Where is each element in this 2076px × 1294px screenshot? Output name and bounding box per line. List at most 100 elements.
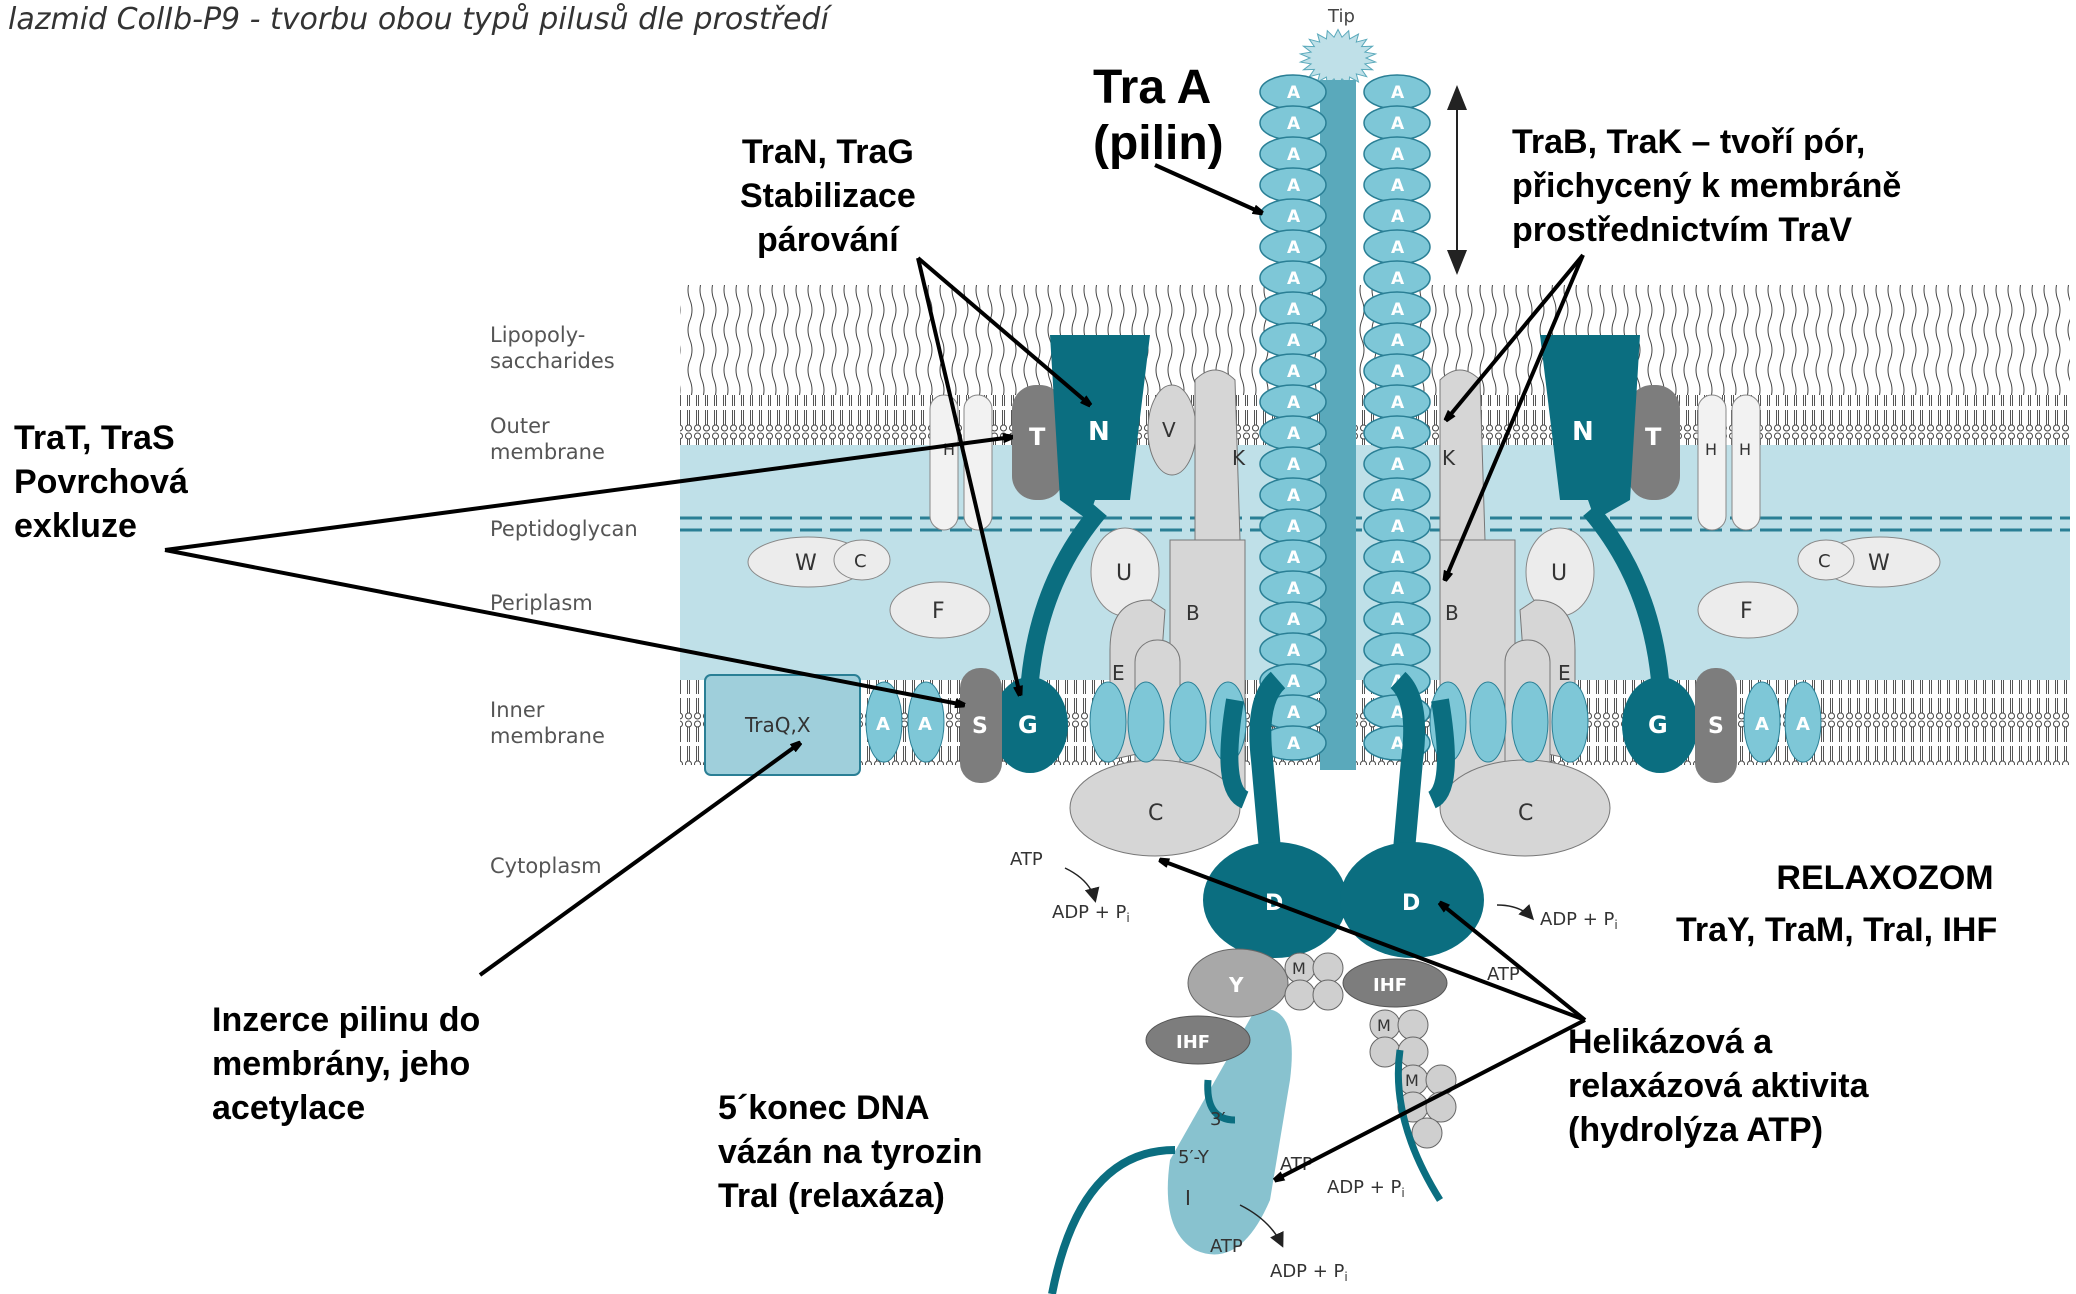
svg-text:W: W bbox=[1868, 551, 1890, 576]
layer-inner-membrane: Inner membrane bbox=[490, 697, 605, 749]
pilin-label: A bbox=[1287, 610, 1301, 630]
tram-label: M bbox=[1377, 1016, 1391, 1035]
tip-label: Tip bbox=[1328, 6, 1355, 27]
svg-text:ATP: ATP bbox=[1010, 849, 1043, 870]
trau-label: U bbox=[1116, 561, 1132, 586]
ihf-label: IHF bbox=[1176, 1032, 1210, 1053]
annotation-dna-end: 5´konec DNA vázán na tyrozin TraI (relax… bbox=[718, 1086, 983, 1218]
pilin-label: A bbox=[1391, 207, 1405, 227]
pilin-label: A bbox=[1391, 641, 1405, 661]
traqx-label: TraQ,X bbox=[744, 713, 811, 737]
svg-text:F: F bbox=[1740, 599, 1753, 624]
svg-text:ATP: ATP bbox=[1487, 964, 1520, 985]
annotation-tran-trag: TraN, TraG Stabilizace párování bbox=[740, 130, 916, 262]
pilin-label: A bbox=[1287, 269, 1301, 289]
pilin-label: A bbox=[1287, 579, 1301, 599]
svg-text:A: A bbox=[1755, 714, 1769, 735]
pilin-label: A bbox=[1391, 548, 1405, 568]
trag-label: G bbox=[1018, 711, 1038, 739]
traf-label: F bbox=[932, 599, 945, 624]
svg-text:A: A bbox=[876, 714, 890, 735]
pilin-label: A bbox=[1287, 300, 1301, 320]
membrane-pilin bbox=[1552, 682, 1588, 762]
svg-text:N: N bbox=[1572, 417, 1594, 447]
pilin-label: A bbox=[1287, 331, 1301, 351]
extension-arrow bbox=[1447, 85, 1467, 275]
svg-text:B: B bbox=[1445, 601, 1459, 625]
tras-label: S bbox=[972, 714, 988, 739]
trac-label: C bbox=[1148, 801, 1163, 826]
pilin-label: A bbox=[1391, 83, 1405, 103]
trab-label: B bbox=[1186, 601, 1200, 625]
svg-text:U: U bbox=[1551, 561, 1567, 586]
pilin-label: A bbox=[1287, 238, 1301, 258]
trae-label: E bbox=[1112, 661, 1125, 685]
header-text: lazmid ColIb-P9 - tvorbu obou typů pilus… bbox=[8, 2, 829, 37]
dna-3-label: 3′ bbox=[1210, 1109, 1226, 1130]
layer-periplasm: Periplasm bbox=[490, 590, 593, 616]
pilin-label: A bbox=[1391, 238, 1405, 258]
trac-small-label: C bbox=[854, 551, 867, 572]
svg-text:ADP + Pi: ADP + Pi bbox=[1327, 1177, 1405, 1200]
pilin-label: A bbox=[1287, 486, 1301, 506]
pilin-label: A bbox=[1287, 734, 1301, 754]
tram-subunit bbox=[1285, 980, 1315, 1010]
membrane-pilin bbox=[1170, 682, 1206, 762]
traw-label: W bbox=[795, 551, 817, 576]
membrane-pilin bbox=[1090, 682, 1126, 762]
pilin-label: A bbox=[1287, 641, 1301, 661]
relaxosome-title: RELAXOZOM bbox=[1735, 856, 2035, 900]
pilin-label: A bbox=[1391, 331, 1405, 351]
pilin-label: A bbox=[1391, 269, 1405, 289]
pilin-label: A bbox=[1287, 424, 1301, 444]
pilin-label: A bbox=[1287, 393, 1301, 413]
pilin-label: A bbox=[1391, 579, 1405, 599]
trak-label: K bbox=[1232, 446, 1246, 470]
dna-5-label: 5′-Y bbox=[1178, 1147, 1210, 1168]
pilin-label: A bbox=[1391, 145, 1405, 165]
pilin-label: A bbox=[1391, 517, 1405, 537]
pilin-label: A bbox=[1287, 362, 1301, 382]
pilin-label: A bbox=[1287, 83, 1301, 103]
svg-text:S: S bbox=[1708, 714, 1724, 739]
pilin-label: A bbox=[1287, 114, 1301, 134]
tran-label: N bbox=[1088, 417, 1110, 447]
svg-text:C: C bbox=[1818, 551, 1831, 572]
trat-label: T bbox=[1029, 423, 1046, 451]
trav-label: V bbox=[1162, 418, 1176, 442]
pilin-label: A bbox=[1391, 176, 1405, 196]
pilin-label: A bbox=[1391, 610, 1405, 630]
pilin-label: A bbox=[1391, 455, 1405, 475]
pilin-label: A bbox=[1287, 176, 1301, 196]
layer-peptidoglycan: Peptidoglycan bbox=[490, 516, 638, 542]
pilin-label: A bbox=[1391, 486, 1405, 506]
tram-label: M bbox=[1292, 959, 1306, 978]
trai-label: I bbox=[1185, 1186, 1191, 1210]
tram-subunit bbox=[1398, 1010, 1428, 1040]
tram-subunit bbox=[1313, 953, 1343, 983]
pilin-label: A bbox=[1287, 548, 1301, 568]
arrow-helicase-i bbox=[1275, 1020, 1585, 1180]
svg-text:G: G bbox=[1648, 711, 1668, 739]
svg-text:ADP + Pi: ADP + Pi bbox=[1270, 1261, 1348, 1284]
svg-text:K: K bbox=[1442, 446, 1456, 470]
layer-outer-membrane: Outer membrane bbox=[490, 413, 605, 465]
tram-subunit bbox=[1313, 980, 1343, 1010]
pilin-label: A bbox=[1391, 300, 1405, 320]
svg-text:A: A bbox=[918, 714, 932, 735]
membrane-pilin bbox=[1470, 682, 1506, 762]
pilin-label: A bbox=[1287, 455, 1301, 475]
svg-text:A: A bbox=[1796, 714, 1810, 735]
annotation-helicase: Helikázová a relaxázová aktivita (hydrol… bbox=[1568, 1020, 1869, 1152]
membrane-pilin bbox=[1128, 682, 1164, 762]
layer-cytoplasm: Cytoplasm bbox=[490, 853, 602, 879]
pilin-label: A bbox=[1287, 517, 1301, 537]
tram-label: M bbox=[1405, 1071, 1419, 1090]
pilin-label: A bbox=[1391, 393, 1405, 413]
svg-text:IHF: IHF bbox=[1373, 975, 1407, 996]
svg-text:E: E bbox=[1558, 661, 1571, 685]
arrow-traa bbox=[1155, 165, 1262, 213]
annotation-insertion: Inzerce pilinu do membrány, jeho acetyla… bbox=[212, 998, 480, 1130]
svg-text:ATP: ATP bbox=[1210, 1236, 1243, 1257]
